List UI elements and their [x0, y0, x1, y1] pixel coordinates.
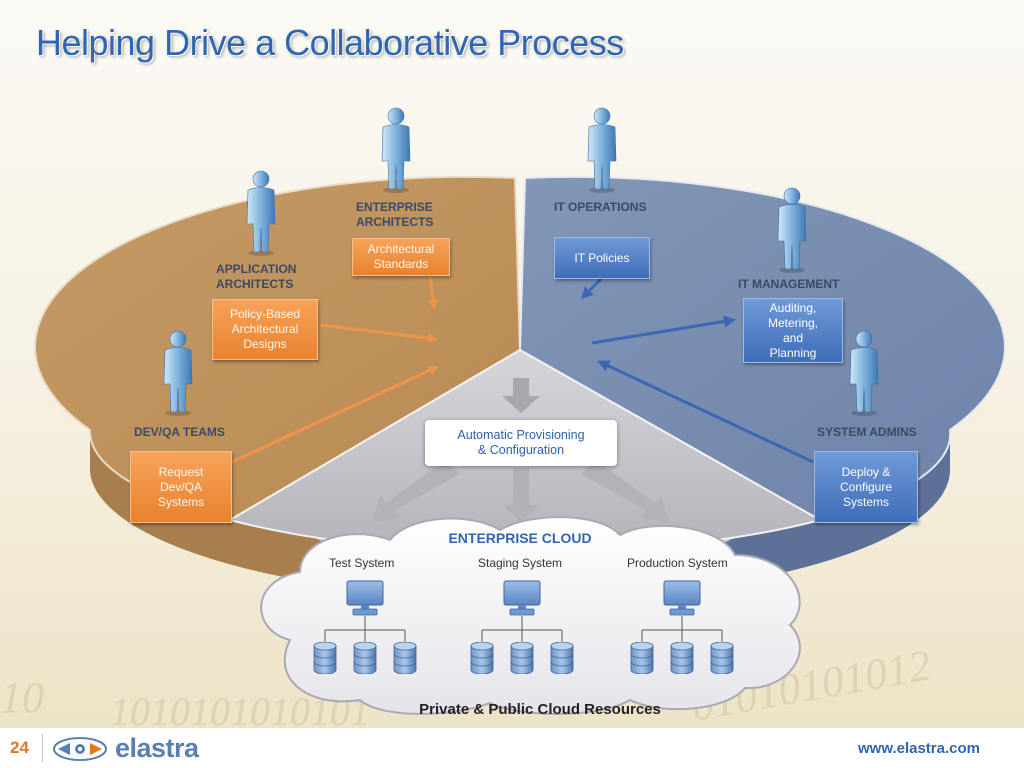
cloud-resources-label: Private & Public Cloud Resources: [419, 701, 661, 718]
enterprise-cloud: [260, 516, 801, 715]
database-icon: [710, 642, 734, 674]
database-icon: [353, 642, 377, 674]
arrow-to-test: [372, 460, 460, 522]
arrow-to-staging: [502, 468, 540, 522]
database-icon: [630, 642, 654, 674]
box-auditing-metering: Auditing, Metering, and Planning: [743, 298, 843, 363]
automatic-provisioning-text: Automatic Provisioning & Configuration: [457, 428, 585, 457]
binary-watermark-1: 10: [0, 673, 44, 722]
box-policy-based-designs-text: Policy-Based Architectural Designs: [229, 307, 301, 351]
production-system-label: Production System: [627, 556, 728, 570]
box-request-systems: Request Dev/QA Systems: [130, 451, 232, 523]
arrow-deploy: [597, 360, 814, 464]
page-number: 24: [10, 738, 29, 757]
database-icon: [550, 642, 574, 674]
arrow-standards: [428, 275, 438, 310]
box-it-policies-text: IT Policies: [574, 250, 630, 265]
box-deploy-configure: Deploy & Configure Systems: [814, 451, 918, 523]
enterprise-cloud-label: ENTERPRISE CLOUD: [448, 530, 592, 546]
box-it-policies: IT Policies: [554, 237, 650, 279]
database-icon: [470, 642, 494, 674]
label-it-management: IT MANAGEMENT: [738, 277, 840, 291]
staging-system-label: Staging System: [478, 556, 563, 570]
label-enterprise-architects: ENTERPRISE ARCHITECTS: [356, 200, 434, 229]
box-auditing-metering-text: Auditing, Metering, and Planning: [767, 300, 819, 360]
arrow-down-provisioning: [502, 378, 540, 413]
footer-url[interactable]: www.elastra.com: [858, 740, 980, 757]
database-icon: [670, 642, 694, 674]
database-icon: [510, 642, 534, 674]
label-it-operations: IT OPERATIONS: [554, 200, 647, 214]
box-deploy-configure-text: Deploy & Configure Systems: [839, 464, 893, 509]
network-connectors: [324, 616, 723, 642]
box-architectural-standards-text: Architectural Standards: [367, 242, 435, 271]
test-system-label: Test System: [329, 556, 395, 570]
box-request-systems-text: Request Dev/QA Systems: [157, 464, 204, 509]
label-dev-qa-teams: DEV/QA TEAMS: [134, 425, 225, 439]
arrow-auditing: [591, 315, 736, 345]
arrow-request: [231, 365, 439, 464]
arrow-policies: [580, 276, 604, 300]
database-icon: [313, 642, 337, 674]
automatic-provisioning-box: Automatic Provisioning & Configuration: [425, 420, 617, 466]
footer-divider: [42, 734, 43, 762]
label-system-admins: SYSTEM ADMINS: [817, 425, 917, 439]
label-application-architects: APPLICATION ARCHITECTS: [216, 262, 297, 291]
box-architectural-standards: Architectural Standards: [352, 238, 450, 276]
brand-name: elastra: [115, 733, 199, 763]
footer: [0, 728, 1024, 768]
slide-title: Helping Drive a Collaborative Process: [36, 22, 624, 63]
database-icon: [393, 642, 417, 674]
arrow-designs: [319, 323, 438, 344]
box-policy-based-designs: Policy-Based Architectural Designs: [212, 299, 318, 360]
elastra-logo-icon: [53, 737, 107, 761]
arrow-to-production: [581, 460, 669, 522]
